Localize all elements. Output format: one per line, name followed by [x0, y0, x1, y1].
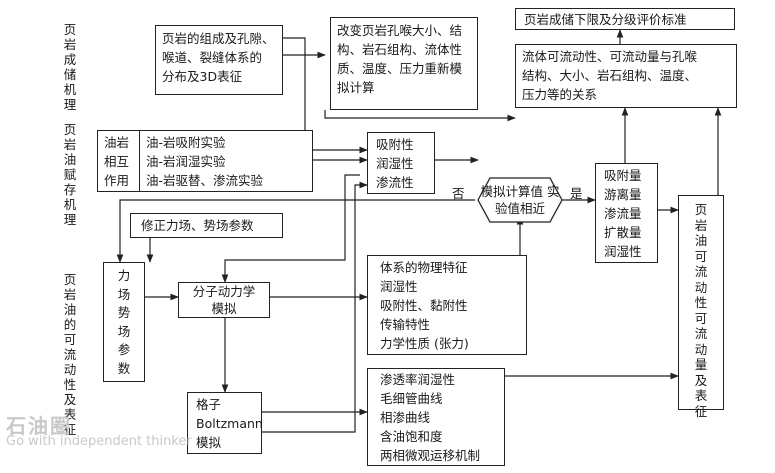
box-mobility-result: 页岩油可流动性可流动量及表征 [678, 195, 724, 419]
arrow-composition-to-properties [283, 37, 368, 154]
watermark-logo: 石油圈 [6, 414, 72, 438]
side-label-mobility: 页岩油的可流动性及表征 [63, 272, 77, 437]
interaction-experiments: 油-岩吸附实验 油-岩润湿实验 油-岩驱替、渗流实验 [146, 135, 264, 188]
watermark: 石油圈 Go with independent thinker [6, 414, 192, 450]
arrow-decision-no-branch [116, 199, 475, 263]
watermark-slogan: Go with independent thinker [6, 434, 192, 449]
arrow-properties-to-md [221, 174, 360, 283]
box-interaction: 油岩 相互 作用 油-岩吸附实验 油-岩润湿实验 油-岩驱替、渗流实验 [97, 130, 313, 192]
box-field-params: 力 场 势 场 参 数 [103, 262, 145, 382]
box-recalc: 改变页岩孔喉大小、结 构、岩石组构、流体性 质、温度、压力重新模 拟计算 [330, 17, 478, 110]
box-criteria: 页岩成储下限及分级评价标准 [515, 8, 735, 30]
branch-no-label: 否 [452, 186, 465, 201]
box-relation: 流体可流动性、可流动量与孔喉 结构、大小、岩石组构、温度、 压力等的关系 [515, 44, 737, 108]
box-correction: 修正力场、势场参数 [130, 213, 283, 238]
branch-yes-label: 是 [570, 186, 583, 201]
box-composition: 页岩的组成及孔隙、 喉道、裂缝体系的 分布及3D表征 [155, 25, 283, 95]
decision-hexagon [477, 177, 563, 223]
box-seepage: 渗透率润湿性 毛细管曲线 相渗曲线 含油饱和度 两相微观运移机制 [367, 368, 505, 466]
interaction-title-cell: 油岩 相互 作用 [98, 131, 140, 191]
side-label-occurrence: 页岩油赋存机理 [63, 122, 77, 227]
box-lattice: 格子 Boltzmann 模拟 [187, 392, 263, 454]
box-md-sim: 分子动力学 模拟 [178, 282, 270, 318]
box-properties: 吸附性 润湿性 渗流性 [367, 132, 435, 194]
box-physical: 体系的物理特征 润湿性 吸附性、黏附性 传输特性 力学性质 (张力) [367, 255, 527, 355]
box-quantities: 吸附量 游离量 渗流量 扩散量 润湿性 [595, 163, 658, 263]
side-label-mechanism: 页岩成储机理 [63, 22, 77, 112]
arrow-recalc-to-relation [324, 110, 516, 122]
arrow-lattice-to-properties [262, 181, 368, 433]
decision-text: 模拟计算值 实验值相近 [480, 184, 560, 216]
